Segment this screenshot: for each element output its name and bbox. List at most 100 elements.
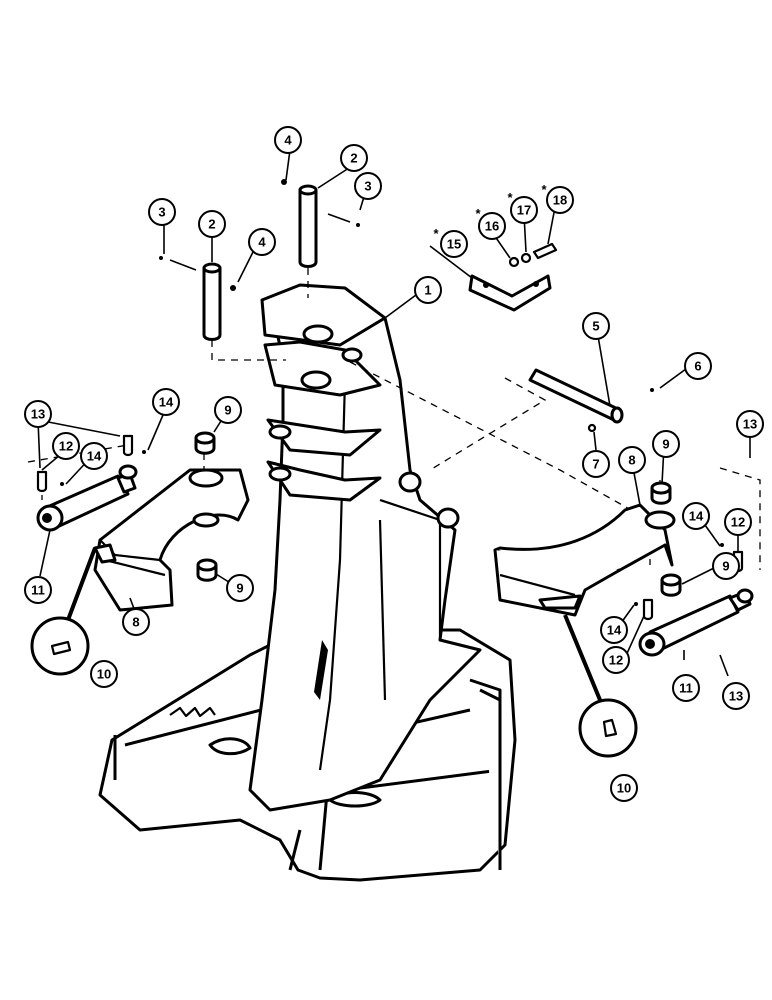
- pin-5: [528, 368, 654, 433]
- callout-c11a: 11: [24, 576, 52, 604]
- callout-c8b: 8: [122, 608, 150, 636]
- callout-c15: 15 *: [433, 226, 468, 258]
- callout-number: 11: [679, 681, 693, 696]
- callout-circle: [24, 576, 52, 604]
- callout-number: 9: [224, 403, 231, 418]
- callout-c12c: 12: [602, 646, 630, 674]
- callout-number: 4: [258, 235, 266, 250]
- callout-number: 9: [236, 581, 243, 596]
- callout-number: 16: [485, 219, 499, 234]
- callout-circle: [24, 400, 52, 428]
- callout-circle: [712, 552, 740, 580]
- callout-c10a: 10: [90, 660, 118, 688]
- callout-circle: [414, 276, 442, 304]
- callout-number: 17: [517, 203, 531, 218]
- callout-number: 13: [31, 407, 45, 422]
- callout-number: 10: [617, 781, 631, 796]
- callout-circle: [736, 410, 764, 438]
- callout-circle: [722, 682, 750, 710]
- callout-circle: [214, 396, 242, 424]
- callout-c2b: 2: [340, 144, 368, 172]
- callout-circle: [52, 432, 80, 460]
- callout-c9d: 9: [712, 552, 740, 580]
- callout-c14d: 14: [600, 616, 628, 644]
- bracket-assembly: [468, 242, 558, 312]
- callout-c14c: 14: [682, 502, 710, 530]
- callout-number: 8: [132, 615, 139, 630]
- callout-c18: 18*: [541, 182, 574, 214]
- callout-number: 9: [662, 437, 669, 452]
- callout-number: 10: [97, 667, 111, 682]
- callout-number: 4: [284, 133, 292, 148]
- callout-circle: [90, 660, 118, 688]
- callout-number: 18: [553, 193, 567, 208]
- callout-c9a: 9: [214, 396, 242, 424]
- callout-circle: [80, 442, 108, 470]
- callout-circle: [148, 198, 176, 226]
- callout-number: 12: [59, 439, 73, 454]
- callout-number: 14: [159, 395, 174, 410]
- callout-circle: [274, 126, 302, 154]
- callout-number: 11: [31, 583, 45, 598]
- callout-circle: [582, 450, 610, 478]
- pin-2-right: [281, 179, 360, 268]
- left-cylinder-11: [36, 434, 146, 532]
- callout-number: 13: [729, 689, 743, 704]
- callout-circle: [600, 616, 628, 644]
- callout-c7: 7: [582, 450, 610, 478]
- callout-number: 8: [628, 453, 635, 468]
- pin-2-left: [159, 256, 236, 341]
- callout-c6: 6: [684, 352, 712, 380]
- callout-circle: [152, 388, 180, 416]
- detail-inset-10-right: [563, 614, 638, 758]
- callout-circle: [122, 608, 150, 636]
- callout-number: 15: [447, 237, 461, 252]
- callout-c17: 17*: [507, 190, 538, 224]
- callout-number: 12: [609, 653, 623, 668]
- callout-circle: [510, 196, 538, 224]
- callout-circle: [672, 674, 700, 702]
- callout-c5: 5: [582, 312, 610, 340]
- callout-c9b: 9: [226, 574, 254, 602]
- callout-c13a: 13: [24, 400, 52, 428]
- callout-c14b: 14: [80, 442, 108, 470]
- callout-c4a: 4: [274, 126, 302, 154]
- callout-c8a: 8: [618, 446, 646, 474]
- callout-number: 3: [158, 205, 165, 220]
- callout-c12a: 12: [52, 432, 80, 460]
- callout-c9c: 9: [652, 430, 680, 458]
- callout-circle: [478, 212, 506, 240]
- callout-c10b: 10: [610, 774, 638, 802]
- callout-number: 14: [689, 509, 704, 524]
- callout-circle: [248, 228, 276, 256]
- asterisk-mark: *: [475, 206, 481, 221]
- callout-number: 3: [364, 179, 371, 194]
- callout-circle: [440, 230, 468, 258]
- callout-number: 13: [743, 417, 757, 432]
- callout-c14a: 14: [152, 388, 180, 416]
- callout-circle: [546, 186, 574, 214]
- callout-number: 9: [722, 559, 729, 574]
- callout-c4b: 4: [248, 228, 276, 256]
- callout-c16: 16 *: [475, 206, 506, 240]
- callout-number: 7: [592, 457, 599, 472]
- callout-circle: [724, 508, 752, 536]
- right-shoe-8: [493, 503, 676, 617]
- callout-c13c: 13: [722, 682, 750, 710]
- assembly-lines: [27, 268, 761, 580]
- left-shoe-8: [93, 468, 250, 612]
- detail-inset-10-left: [30, 547, 97, 676]
- callout-circle: [340, 144, 368, 172]
- callout-number: 1: [424, 283, 431, 298]
- callout-c3b: 3: [354, 172, 382, 200]
- callout-circle: [582, 312, 610, 340]
- asterisk-mark: *: [433, 226, 439, 241]
- mast-tower: [248, 283, 482, 812]
- callout-circle: [602, 646, 630, 674]
- callout-c1: 1: [414, 276, 442, 304]
- callout-circle: [652, 430, 680, 458]
- callout-circle: [198, 210, 226, 238]
- callout-circle: [618, 446, 646, 474]
- callout-c3a: 3: [148, 198, 176, 226]
